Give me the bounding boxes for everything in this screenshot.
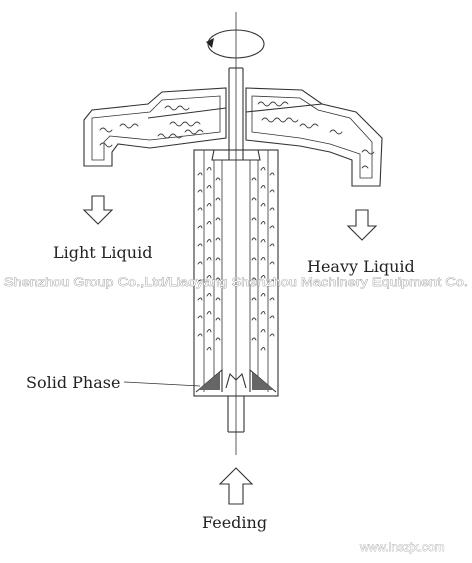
light-liquid-arrow-icon [82,195,114,225]
solid-phase-leader [123,381,201,387]
light-liquid-outlet [83,87,227,167]
heavy-liquid-arrow-icon [346,209,378,241]
feeding-arrow-icon [218,467,254,505]
drive-shaft [228,12,244,455]
solid-phase-label: Solid Phase [26,373,120,392]
heavy-liquid-label: Heavy Liquid [307,257,415,276]
feeding-label: Feeding [202,513,267,532]
separator-bowl [193,149,279,397]
website-text: www.lnszjx.com [359,540,445,554]
light-liquid-label: Light Liquid [53,243,152,262]
feed-pipe [227,396,245,433]
watermark-text: Shenzhou Group Co.,Ltd/Liaoyang Shenzhou… [4,275,468,289]
heavy-liquid-outlet [245,87,383,187]
rotation-arrow-icon [206,29,265,59]
